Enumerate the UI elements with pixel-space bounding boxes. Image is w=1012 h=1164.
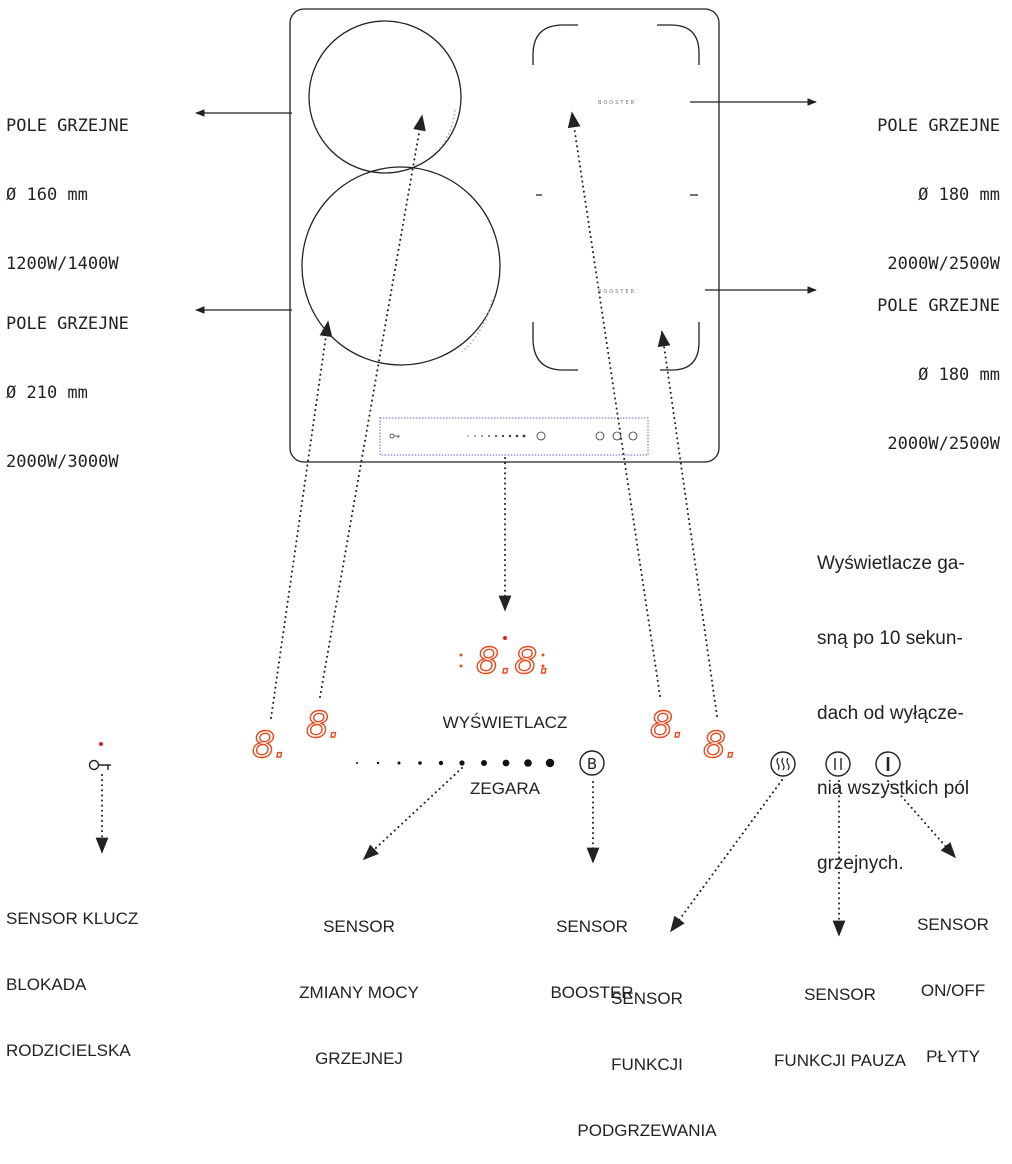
zone-digit-1: 8. (252, 725, 286, 766)
leader-power-sensor (362, 767, 463, 861)
label-zone-top-left: POLE GRZEJNE Ø 160 mm 1200W/1400W (6, 116, 129, 274)
label-zone-bottom-left: POLE GRZEJNE Ø 210 mm 2000W/3000W (6, 314, 129, 472)
cooktop-diagram: BOOSTER BOOSTER 8. (88, 8, 957, 937)
label-sensor-key: SENSOR KLUCZ BLOKADA RODZICIELSKA (6, 909, 139, 1060)
label-clock-display: WYŚWIETLACZ ZEGARA (442, 713, 568, 798)
pause-button[interactable] (825, 751, 851, 777)
label-sensor-heat: SENSOR FUNKCJI PODGRZEWANIA (577, 989, 717, 1140)
label-zone-bottom-right: POLE GRZEJNE Ø 180 mm 2000W/2500W (877, 296, 1000, 454)
booster-label-top: BOOSTER (598, 100, 636, 106)
leader-heat-sensor (670, 779, 783, 933)
leader-display-zone-top-right (567, 111, 661, 697)
clock-digits: 8.8. (476, 641, 553, 682)
power-on-off-button[interactable] (875, 751, 901, 777)
label-sensor-onoff: SENSOR ON/OFF PŁYTY (917, 915, 989, 1066)
keep-warm-button[interactable] (770, 751, 796, 777)
zone-bottom-left-marks (461, 299, 493, 353)
zone-digit-2: 8. (306, 705, 340, 746)
key-lock-sensor[interactable] (88, 742, 112, 771)
cooktop-outline (289, 8, 720, 463)
booster-button-label: B (587, 755, 597, 773)
display-note: Wyświetlacze ga- sną po 10 sekun- dach o… (817, 553, 970, 874)
booster-label-bottom: BOOSTER (598, 289, 636, 295)
power-slider[interactable] (356, 758, 555, 768)
key-lock-led (99, 742, 103, 746)
zone-bottom-right (532, 322, 700, 371)
booster-button[interactable]: B (579, 750, 605, 776)
label-sensor-booster: SENSOR BOOSTER (550, 917, 634, 1002)
zone-digit-3: 8. (650, 705, 684, 746)
leader-display-zone-bottom-left (270, 320, 333, 719)
zone-bottom-left (301, 166, 501, 366)
leader-display-zone-bottom-right (657, 330, 718, 717)
control-panel-mini-icons (389, 431, 638, 441)
heat-waves-icon (776, 757, 790, 771)
zone-top-right (532, 24, 700, 196)
label-sensor-power: SENSOR ZMIANY MOCY GRZEJNEJ (299, 917, 419, 1068)
zone-top-left (308, 20, 462, 174)
clock-dot (503, 636, 507, 640)
zone-digit-4: 8. (703, 725, 737, 766)
control-panel-mini-dots (467, 434, 526, 438)
leader-display-zone-top-left (319, 114, 426, 698)
key-icon (88, 759, 100, 771)
clock-display: 8.8. (459, 636, 553, 683)
zone-top-left-marks (439, 109, 456, 149)
label-zone-top-right: POLE GRZEJNE Ø 180 mm 2000W/2500W (877, 116, 1000, 274)
leader-onoff-sensor (887, 780, 957, 859)
pause-icon (834, 758, 842, 770)
control-panel-frame (379, 417, 649, 456)
